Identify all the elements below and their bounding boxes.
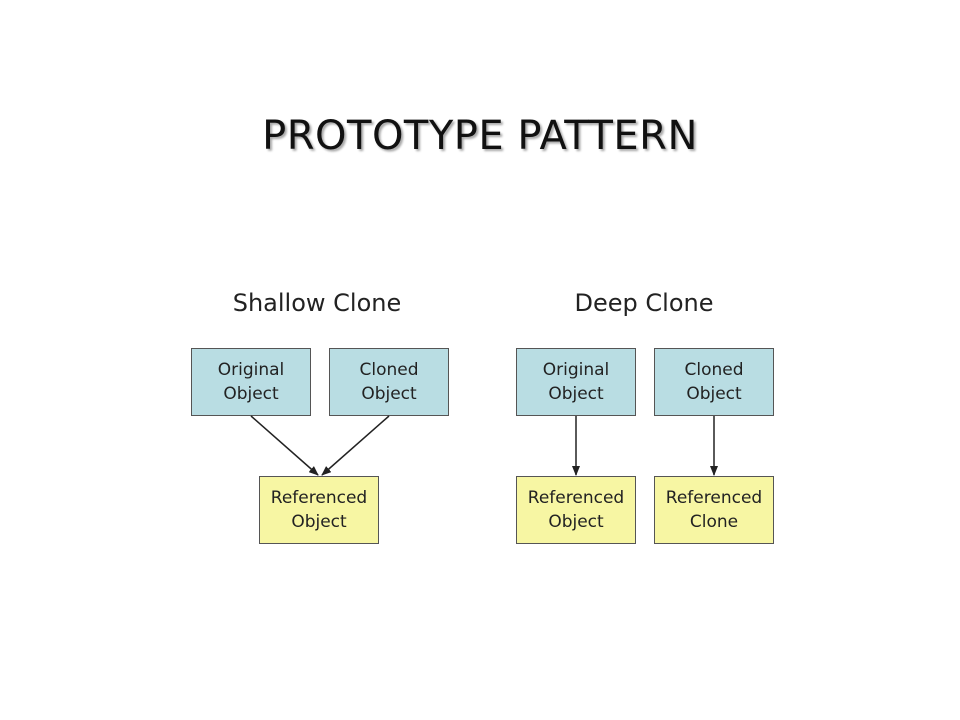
shallow-clone-title: Shallow Clone <box>232 289 402 317</box>
shallow-referenced-object-node: Referenced Object <box>259 476 379 544</box>
shallow-original-to-referenced-arrow <box>250 415 319 476</box>
shallow-cloned-to-referenced-arrow <box>321 415 390 476</box>
slide-title: PROTOTYPE PATTERN <box>262 113 698 159</box>
deep-referenced-object-node: Referenced Object <box>516 476 636 544</box>
shallow-cloned-object-node: Cloned Object <box>329 348 449 416</box>
shallow-original-object-node: Original Object <box>191 348 311 416</box>
deep-referenced-clone-node: Referenced Clone <box>654 476 774 544</box>
deep-original-object-node: Original Object <box>516 348 636 416</box>
deep-clone-title: Deep Clone <box>574 289 714 317</box>
deep-cloned-object-node: Cloned Object <box>654 348 774 416</box>
